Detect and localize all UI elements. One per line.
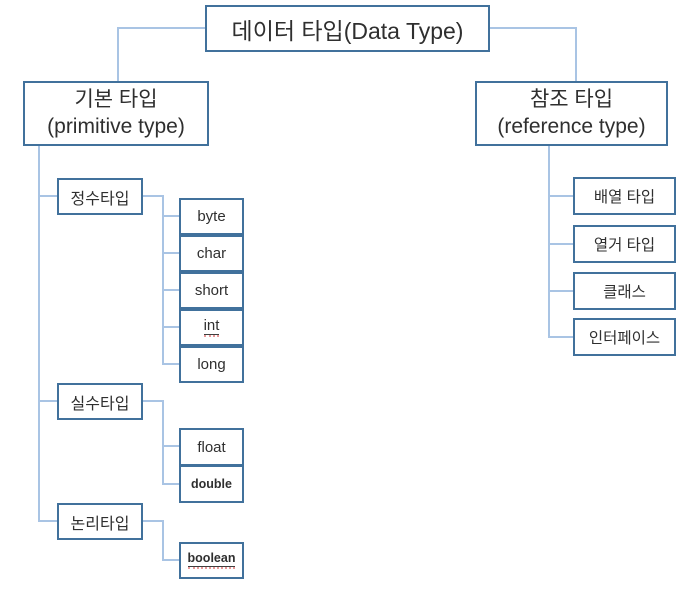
connector-line bbox=[575, 27, 577, 81]
connector-line bbox=[548, 195, 573, 197]
node-double-label: double bbox=[191, 477, 232, 491]
connector-line bbox=[143, 520, 163, 522]
node-boolean-type-label: 논리타입 bbox=[70, 515, 130, 533]
node-array-type: 배열 타입 bbox=[573, 177, 676, 215]
node-reference-type-label-ko: 참조 타입 bbox=[529, 88, 614, 112]
connector-line bbox=[548, 290, 573, 292]
node-float-type-label: 실수타입 bbox=[70, 395, 130, 413]
spellcheck-underline: int bbox=[203, 317, 220, 337]
node-integer-type-group: 정수타입 bbox=[57, 178, 143, 215]
connector-line bbox=[162, 363, 179, 365]
node-class-type-label: 클래스 bbox=[603, 284, 646, 301]
node-long-label: long bbox=[197, 356, 226, 373]
connector-line bbox=[38, 520, 57, 522]
node-char-label: char bbox=[196, 245, 227, 262]
node-short: short bbox=[179, 272, 244, 309]
node-interface-type: 인터페이스 bbox=[573, 318, 676, 356]
node-data-type: 데이터 타입(Data Type) bbox=[205, 5, 490, 52]
connector-line bbox=[162, 252, 179, 254]
connector-line bbox=[143, 195, 163, 197]
connector-line bbox=[548, 336, 573, 338]
connector-line bbox=[162, 326, 179, 328]
connector-line bbox=[548, 146, 550, 338]
connector-line bbox=[117, 27, 205, 29]
node-byte-label: byte bbox=[197, 208, 226, 225]
node-float-label: float bbox=[197, 438, 226, 456]
spellcheck-underline: boolean bbox=[187, 551, 236, 569]
node-float-type-group: 실수타입 bbox=[57, 383, 143, 420]
node-enum-type: 열거 타입 bbox=[573, 225, 676, 263]
connector-line bbox=[117, 27, 119, 81]
connector-line bbox=[162, 215, 179, 217]
connector-line bbox=[143, 400, 163, 402]
node-long: long bbox=[179, 346, 244, 383]
node-boolean-label: boolean bbox=[187, 551, 236, 567]
node-byte: byte bbox=[179, 198, 244, 235]
node-array-type-label: 배열 타입 bbox=[593, 189, 656, 206]
connector-line bbox=[38, 195, 57, 197]
connector-line bbox=[162, 289, 179, 291]
connector-line bbox=[38, 146, 40, 522]
node-short-label: short bbox=[194, 282, 229, 299]
node-float: float bbox=[179, 428, 244, 466]
connector-line bbox=[162, 520, 164, 561]
connector-line bbox=[38, 400, 57, 402]
node-primitive-type: 기본 타입 (primitive type) bbox=[23, 81, 209, 146]
node-primitive-type-label-ko: 기본 타입 bbox=[74, 88, 158, 112]
node-reference-type: 참조 타입 (reference type) bbox=[475, 81, 668, 146]
node-char: char bbox=[179, 235, 244, 272]
connector-line bbox=[162, 483, 179, 485]
node-double: double bbox=[179, 465, 244, 503]
connector-line bbox=[162, 445, 179, 447]
node-int-label: int bbox=[203, 317, 220, 335]
node-class-type: 클래스 bbox=[573, 272, 676, 310]
node-data-type-label: 데이터 타입(Data Type) bbox=[231, 17, 464, 44]
connector-line bbox=[162, 400, 164, 485]
connector-line bbox=[162, 559, 179, 561]
node-primitive-type-label-en: (primitive type) bbox=[47, 114, 185, 138]
node-boolean-type-group: 논리타입 bbox=[57, 503, 143, 540]
node-int: int bbox=[179, 309, 244, 346]
connector-line bbox=[548, 243, 573, 245]
node-interface-type-label: 인터페이스 bbox=[588, 330, 661, 347]
node-enum-type-label: 열거 타입 bbox=[593, 237, 656, 254]
connector-line bbox=[162, 195, 164, 365]
connector-line bbox=[490, 27, 577, 29]
node-reference-type-label-en: (reference type) bbox=[497, 114, 646, 138]
node-boolean: boolean bbox=[179, 542, 244, 579]
node-integer-type-label: 정수타입 bbox=[70, 190, 130, 208]
